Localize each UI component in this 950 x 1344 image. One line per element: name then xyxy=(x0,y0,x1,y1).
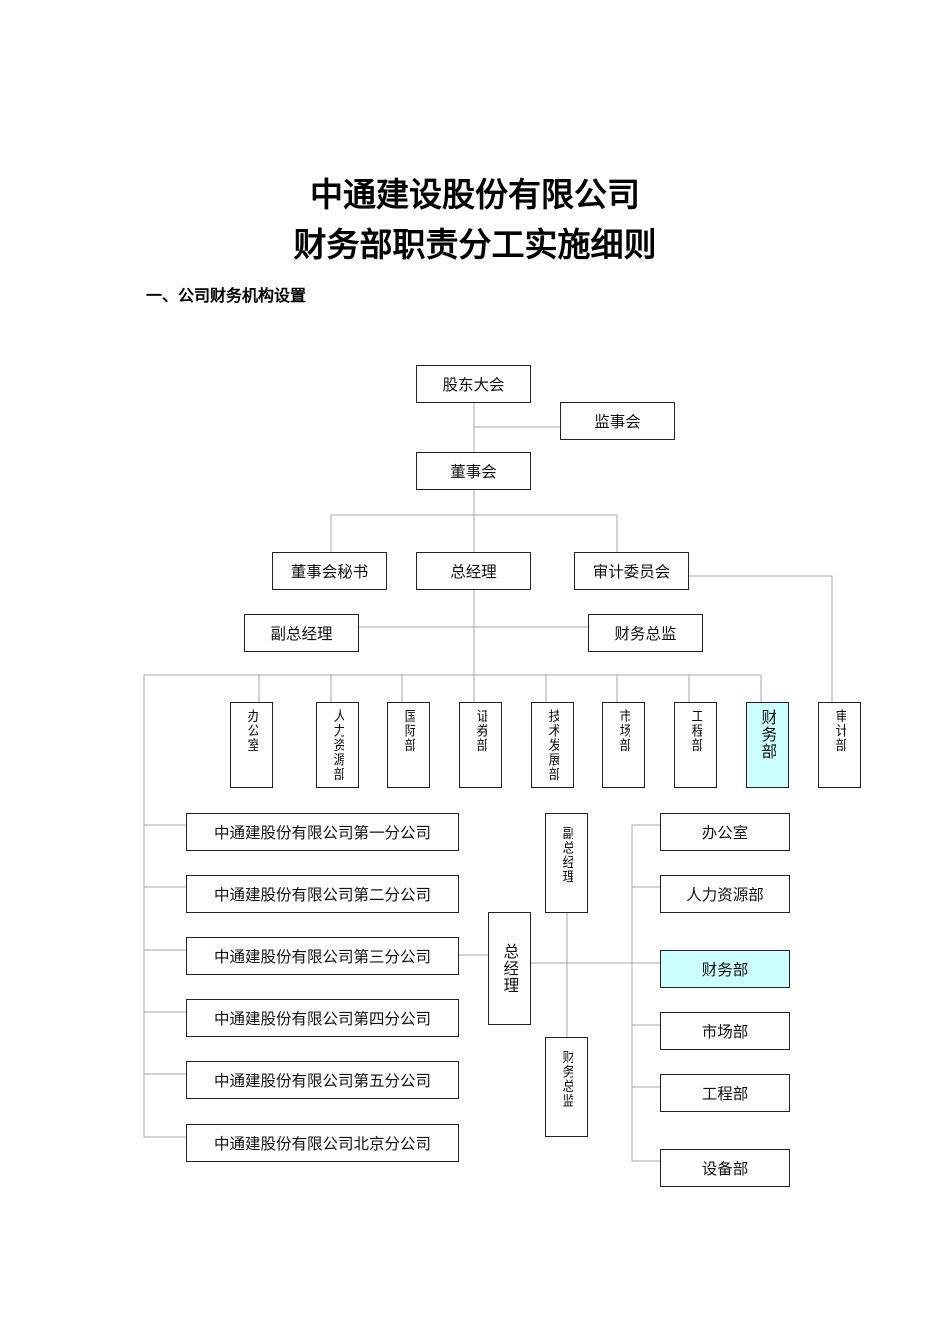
dept-audit-box: 审计部 xyxy=(818,702,861,788)
dept-tech-development-label: 技术发展部 xyxy=(545,709,560,782)
dept-office-label: 办公室 xyxy=(244,709,259,753)
section-heading: 一、公司财务机构设置 xyxy=(146,286,307,305)
dept-office-box: 办公室 xyxy=(230,702,273,788)
dept-securities-box: 证券部 xyxy=(459,702,502,788)
branch-2-box: 中通建股份有限公司第二分公司 xyxy=(186,875,459,913)
general-manager-box: 总经理 xyxy=(416,552,531,590)
branch-1-box: 中通建股份有限公司第一分公司 xyxy=(186,813,459,851)
dept-engineering-box: 工程部 xyxy=(674,702,717,788)
branch-general-manager-box: 总经理 xyxy=(488,912,531,1025)
board-of-directors-box: 董事会 xyxy=(416,452,531,490)
branch-dept-equipment-box: 设备部 xyxy=(660,1149,790,1187)
branch-deputy-manager-label: 副总经理 xyxy=(559,826,574,884)
branch-dept-office-box: 办公室 xyxy=(660,813,790,851)
branch-finance-director-box: 财务总监 xyxy=(545,1037,588,1137)
connector-line xyxy=(689,575,833,702)
branch-finance-director-label: 财务总监 xyxy=(559,1050,574,1108)
dept-securities-label: 证券部 xyxy=(473,709,488,753)
dept-hr-label: 人力资源部 xyxy=(330,709,345,782)
dept-marketing-label: 市场部 xyxy=(616,709,631,753)
branch-3-box: 中通建股份有限公司第三分公司 xyxy=(186,937,459,975)
document-title-line2: 财务部职责分工实施细则 xyxy=(293,225,657,264)
connector-line xyxy=(330,514,618,552)
branch-4-box: 中通建股份有限公司第四分公司 xyxy=(186,999,459,1037)
audit-committee-box: 审计委员会 xyxy=(574,552,689,590)
shareholders-meeting-box: 股东大会 xyxy=(416,365,531,403)
branch-dept-engineering-box: 工程部 xyxy=(660,1074,790,1112)
dept-audit-label: 审计部 xyxy=(832,709,847,753)
dept-engineering-label: 工程部 xyxy=(688,709,703,753)
document-title-line1: 中通建设股份有限公司 xyxy=(310,175,640,214)
dept-finance-box: 财务部 xyxy=(746,702,789,788)
dept-marketing-box: 市场部 xyxy=(602,702,645,788)
deputy-general-manager-box: 副总经理 xyxy=(244,614,359,652)
branch-dept-hr-box: 人力资源部 xyxy=(660,875,790,913)
dept-international-box: 国际部 xyxy=(387,702,430,788)
board-secretary-box: 董事会秘书 xyxy=(272,552,387,590)
dept-hr-box: 人力资源部 xyxy=(316,702,359,788)
branch-general-manager-label: 总经理 xyxy=(501,943,518,994)
branch-deputy-manager-box: 副总经理 xyxy=(545,813,588,913)
branch-5-box: 中通建股份有限公司第五分公司 xyxy=(186,1061,459,1099)
branch-dept-finance-box: 财务部 xyxy=(660,950,790,988)
supervisory-board-box: 监事会 xyxy=(560,402,675,440)
dept-tech-development-box: 技术发展部 xyxy=(531,702,574,788)
branch-beijing-box: 中通建股份有限公司北京分公司 xyxy=(186,1124,459,1162)
dept-finance-label: 财务部 xyxy=(759,709,776,760)
branch-dept-marketing-box: 市场部 xyxy=(660,1012,790,1050)
cfo-box: 财务总监 xyxy=(588,614,703,652)
dept-international-label: 国际部 xyxy=(401,709,416,753)
